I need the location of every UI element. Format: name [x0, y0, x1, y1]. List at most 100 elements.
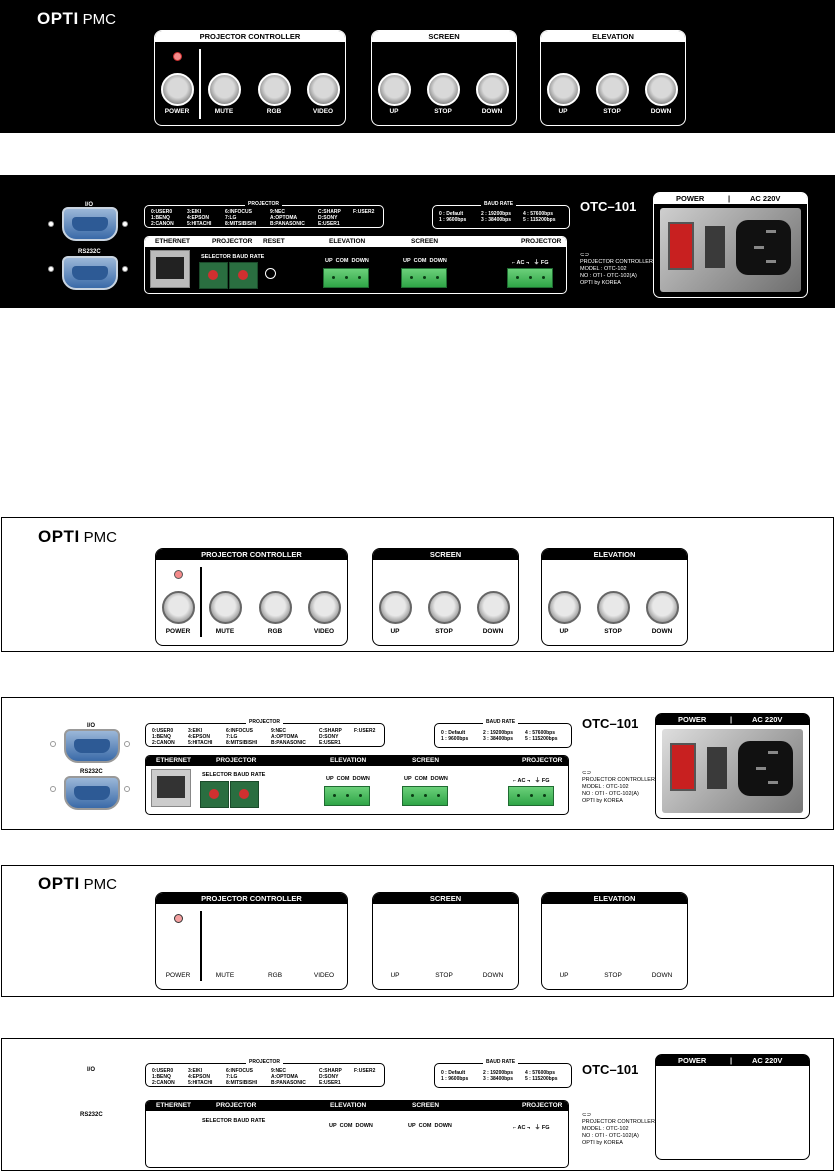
- screw: [124, 741, 130, 747]
- screen-up-label: UP: [390, 628, 400, 635]
- video-label: VIDEO: [313, 972, 335, 979]
- group-title: ELEVATION: [542, 893, 687, 904]
- screen-down-label: DOWN: [481, 108, 503, 115]
- selector-label: SELECTOR BAUD RATE: [201, 254, 265, 260]
- header-divider: |: [728, 194, 731, 203]
- elevation-terminal-label: UP COM DOWN: [325, 258, 369, 264]
- power-button[interactable]: [162, 591, 195, 624]
- screen-up-button[interactable]: [379, 591, 412, 624]
- reset-button[interactable]: [265, 268, 276, 279]
- power-header: [656, 1055, 809, 1066]
- elevation-stop-button[interactable]: [597, 591, 630, 624]
- selector-label: SELECTOR BAUD RATE: [202, 772, 266, 778]
- ac-socket: [738, 741, 793, 796]
- group-title: SCREEN: [373, 549, 518, 560]
- screw: [50, 741, 56, 747]
- rs232-port: [64, 776, 120, 810]
- baud-switch[interactable]: [229, 262, 258, 289]
- video-button[interactable]: [308, 591, 341, 624]
- power-button[interactable]: [161, 73, 194, 106]
- projector-col: F:USER2: [354, 1068, 376, 1074]
- mute-label: MUTE: [214, 108, 234, 115]
- elevation-down-button[interactable]: [645, 73, 678, 106]
- selector-switch[interactable]: [199, 262, 228, 289]
- power-switch[interactable]: [670, 743, 696, 791]
- elevation-up-button[interactable]: [548, 591, 581, 624]
- group-title: ELEVATION: [541, 31, 685, 42]
- group-title: ELEVATION: [542, 549, 687, 560]
- screen-terminal: [402, 786, 448, 806]
- screen-down-label: DOWN: [482, 628, 504, 635]
- strip-label-ethernet: ETHERNET: [156, 757, 192, 764]
- screen-stop-button[interactable]: [428, 591, 461, 624]
- rgb-button[interactable]: [259, 591, 292, 624]
- strip-label-reset: RESET: [263, 238, 285, 245]
- ac-terminal-label: ⌐ AC ¬ ⏚ FG: [513, 778, 550, 784]
- screen-terminal: [401, 268, 447, 288]
- group-title: PROJECTOR CONTROLLER: [156, 893, 347, 904]
- rgb-button[interactable]: [258, 73, 291, 106]
- ethernet-port: [151, 769, 191, 807]
- model-title: OTC–101: [582, 716, 639, 731]
- baud-title: BAUD RATE: [483, 719, 519, 726]
- mute-button[interactable]: [209, 591, 242, 624]
- rs232-label: RS232C: [80, 769, 103, 775]
- screen-down-button[interactable]: [477, 591, 510, 624]
- screen-up-button[interactable]: [378, 73, 411, 106]
- ac-terminal-label: ⌐ AC ¬ ⏚ FG: [512, 260, 549, 266]
- elevation-up-button[interactable]: [547, 73, 580, 106]
- screen-stop-button[interactable]: [427, 73, 460, 106]
- elevation-down-label: DOWN: [650, 108, 672, 115]
- brand-opti: OPTI: [38, 527, 80, 546]
- ethernet-port: [150, 250, 190, 288]
- elevation-down-button[interactable]: [646, 591, 679, 624]
- strip-header: [146, 756, 568, 766]
- baud-switch[interactable]: [230, 781, 259, 808]
- io-label: I/O: [87, 1067, 96, 1073]
- ce-mark: ⊂⊃: [580, 252, 590, 258]
- power-switch[interactable]: [668, 222, 694, 270]
- power-label: POWER: [678, 715, 707, 724]
- power-led: [174, 570, 183, 579]
- screen-group: SCREEN UP STOP DOWN: [372, 892, 519, 990]
- connector-strip: ETHERNET PROJECTOR RESET ELEVATION SCREE…: [144, 236, 567, 294]
- screen-stop-label: STOP: [434, 108, 452, 115]
- video-button[interactable]: [307, 73, 340, 106]
- power-label: POWER: [165, 628, 191, 635]
- io-port: [64, 729, 120, 763]
- selector-label: SELECTOR BAUD RATE: [202, 1118, 266, 1124]
- elevation-terminal: [324, 786, 370, 806]
- mute-button[interactable]: [208, 73, 241, 106]
- strip-label-screen: SCREEN: [412, 757, 440, 764]
- elevation-stop-button[interactable]: [596, 73, 629, 106]
- screen-stop-label: STOP: [435, 972, 453, 979]
- projector-col: F:USER2: [354, 728, 376, 734]
- brand-pmc: PMC: [82, 11, 117, 28]
- io-port: [62, 207, 118, 241]
- projector-list-title: PROJECTOR: [245, 201, 283, 208]
- screen-up-label: UP: [389, 108, 399, 115]
- screen-down-button[interactable]: [476, 73, 509, 106]
- selector-switch[interactable]: [200, 781, 229, 808]
- power-label: POWER: [164, 108, 190, 115]
